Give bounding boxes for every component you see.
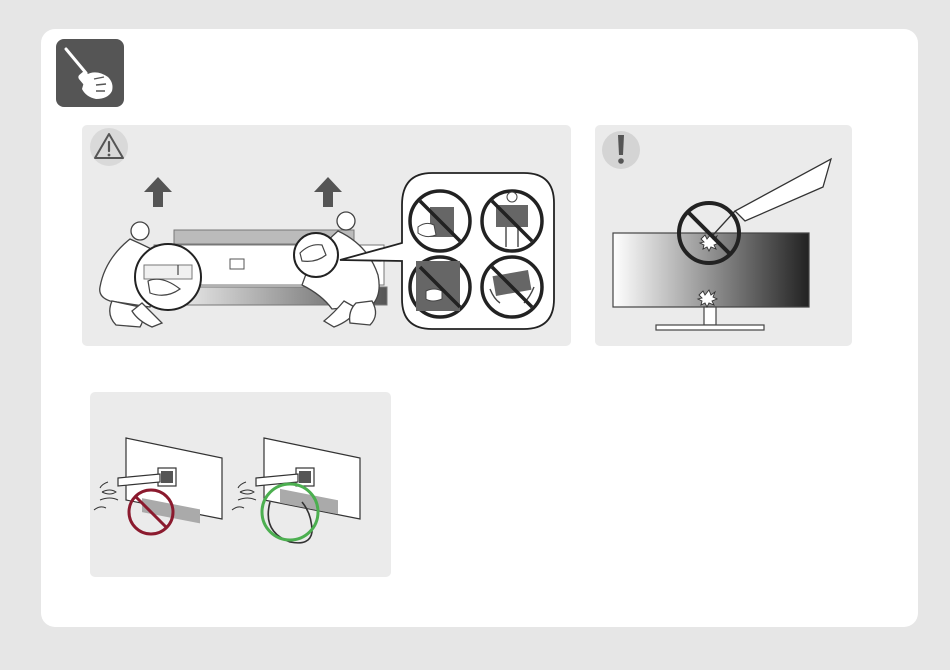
prohibited-carry-alone-icon bbox=[482, 191, 542, 251]
screen-pressure-panel bbox=[595, 125, 852, 346]
prohibited-tilt-carry-icon bbox=[482, 257, 542, 317]
lift-up-arrow-icon bbox=[314, 177, 342, 207]
lift-up-arrow-icon bbox=[144, 177, 172, 207]
prohibited-hold-by-screen-icon bbox=[410, 191, 470, 251]
tool-badge bbox=[56, 39, 124, 107]
cable-correct-example bbox=[232, 438, 360, 543]
cable-wrong-example bbox=[94, 438, 222, 534]
screwdriver-hand-icon bbox=[56, 39, 124, 107]
grip-detail-magnifier bbox=[135, 244, 201, 310]
lifting-instruction-panel bbox=[82, 125, 571, 346]
prohibited-touch-screen-icon bbox=[410, 257, 470, 317]
cable-routing-panel bbox=[90, 392, 391, 577]
warning-triangle-icon bbox=[90, 128, 128, 166]
grip-detail-magnifier bbox=[294, 233, 338, 277]
caution-exclamation-icon bbox=[602, 131, 640, 169]
